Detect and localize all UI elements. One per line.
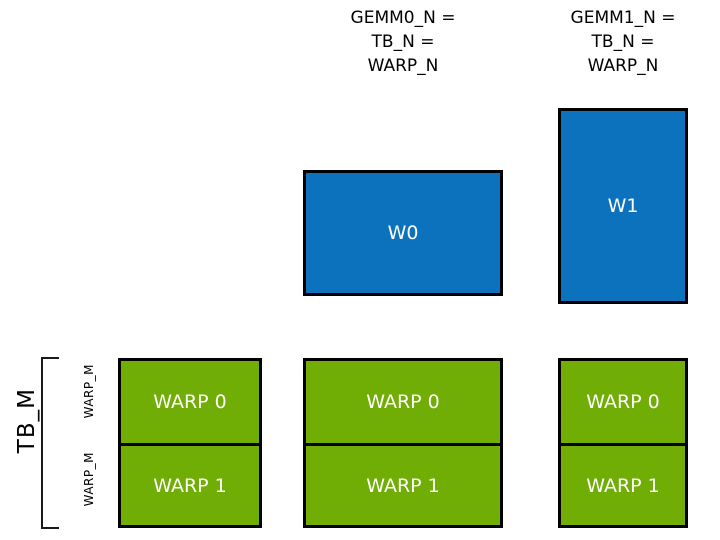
warp-tile-w1-label: W1 <box>607 195 639 217</box>
threadblock-2-warp-1: WARP 1 <box>561 443 685 525</box>
tb-m-axis-label: TB_M <box>14 388 40 454</box>
tb-m-brace <box>41 357 59 529</box>
threadblock-2-warp-0-label: WARP 0 <box>586 391 660 413</box>
gemm1-column-caption: GEMM1_N = TB_N = WARP_N <box>570 8 676 76</box>
threadblock-0-warp-1-label: WARP 1 <box>153 474 227 497</box>
threadblock-2-warp-1-label: WARP 1 <box>586 474 660 497</box>
threadblock-0-warp-1: WARP 1 <box>121 443 259 525</box>
warp-tile-w0: W0 <box>303 170 503 296</box>
threadblock-0-warp-0-label: WARP 0 <box>153 391 227 413</box>
threadblock-1-warp-1: WARP 1 <box>306 443 500 525</box>
threadblock-1-warp-1-label: WARP 1 <box>366 474 440 497</box>
threadblock-column-1: WARP 0 WARP 1 <box>303 358 503 528</box>
warp-tile-w1: W1 <box>558 108 688 304</box>
threadblock-2-warp-0: WARP 0 <box>561 361 685 443</box>
gemm0-column-caption: GEMM0_N = TB_N = WARP_N <box>350 8 456 76</box>
threadblock-column-0: WARP 0 WARP 1 <box>118 358 262 528</box>
threadblock-column-2: WARP 0 WARP 1 <box>558 358 688 528</box>
warp-m-axis-label-1: WARP_M <box>82 452 96 507</box>
warp-m-axis-label-0: WARP_M <box>82 364 96 419</box>
warp-tile-w0-label: W0 <box>387 222 419 244</box>
threadblock-1-warp-0-label: WARP 0 <box>366 391 440 413</box>
threadblock-0-warp-0: WARP 0 <box>121 361 259 443</box>
threadblock-1-warp-0: WARP 0 <box>306 361 500 443</box>
